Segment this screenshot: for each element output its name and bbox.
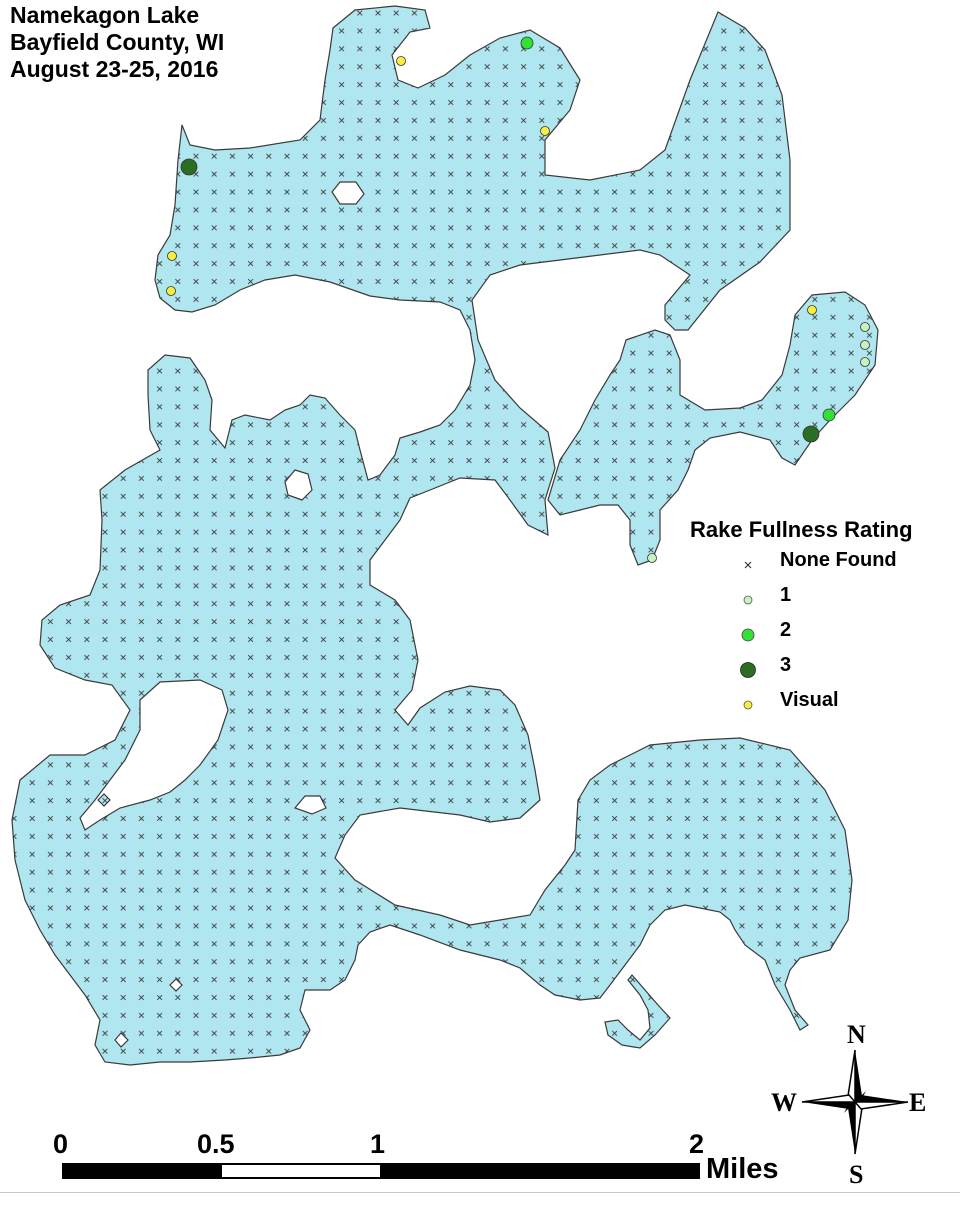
compass-rose: N S E W	[762, 1020, 942, 1190]
x-mark-icon	[744, 561, 752, 569]
scale-units: Miles	[706, 1153, 779, 1185]
sample-point-r2	[520, 36, 534, 50]
compass-west: W	[771, 1088, 797, 1117]
legend-item-rating-2: 2	[690, 613, 913, 648]
rake-sample-points	[166, 36, 870, 563]
yellow-circle-icon	[743, 700, 753, 710]
legend-label-rating-3: 3	[780, 654, 792, 676]
compass-south: S	[849, 1160, 864, 1189]
sample-point-r1	[647, 553, 657, 563]
title-line-county: Bayfield County, WI	[10, 29, 225, 55]
scale-tick-0-5: 0.5	[197, 1129, 235, 1159]
scale-tick-2: 2	[689, 1129, 705, 1159]
title-line-date: August 23-25, 2016	[10, 56, 219, 82]
map-title: Namekagon Lake Bayfield County, WI Augus…	[10, 2, 224, 83]
dark-green-circle-icon	[740, 662, 756, 678]
green-circle-icon	[741, 628, 755, 642]
sample-point-r1	[860, 357, 870, 367]
sample-point-v	[396, 56, 406, 66]
sample-point-r1	[860, 322, 870, 332]
sample-point-v	[166, 286, 176, 296]
scale-bar: 0 0.5 1 2 Miles	[0, 1120, 800, 1205]
title-line-lake: Namekagon Lake	[10, 2, 200, 28]
sample-point-v	[807, 305, 817, 315]
legend-label-rating-2: 2	[780, 619, 792, 641]
sample-point-v	[540, 126, 550, 136]
light-green-circle-icon	[743, 595, 753, 605]
bottom-divider	[0, 1192, 960, 1193]
legend-label-rating-1: 1	[780, 584, 792, 606]
legend-label-none-found: None Found	[780, 549, 897, 571]
legend-title: Rake Fullness Rating	[690, 517, 913, 542]
legend-item-rating-1: 1	[690, 578, 913, 613]
compass-north: N	[847, 1020, 866, 1049]
compass-star-icon	[801, 1049, 909, 1155]
compass-east: E	[909, 1088, 927, 1117]
scale-bar-graphic	[62, 1163, 700, 1179]
sample-point-r3	[802, 425, 820, 443]
legend-item-none-found: None Found	[690, 543, 913, 578]
legend-label-visual: Visual	[780, 689, 839, 711]
sample-point-r3	[180, 158, 198, 176]
scale-tick-1: 1	[370, 1129, 386, 1159]
scale-tick-0: 0	[53, 1129, 69, 1159]
sample-point-r1	[860, 340, 870, 350]
sample-point-r2	[822, 408, 836, 422]
legend-item-visual: Visual	[690, 683, 913, 718]
legend-item-rating-3: 3	[690, 648, 913, 683]
sample-point-v	[167, 251, 177, 261]
legend: Rake Fullness Rating None Found 1 2 3 Vi…	[690, 517, 913, 718]
